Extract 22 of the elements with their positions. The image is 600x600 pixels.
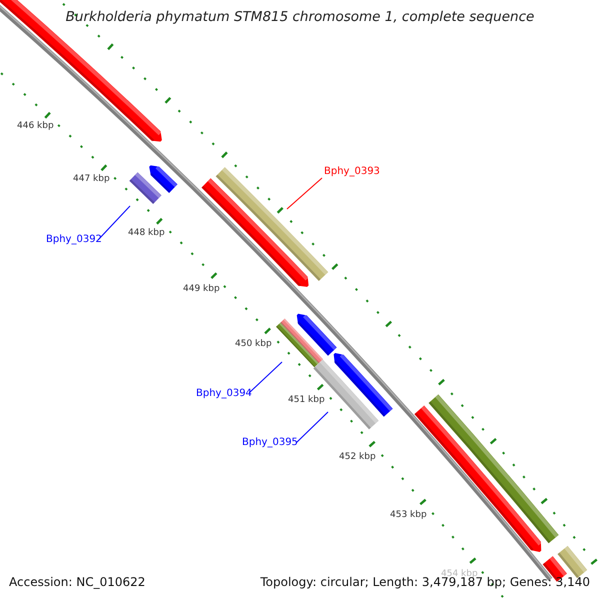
- gene-label: Bphy_0393: [324, 166, 380, 178]
- tick-label: 448 kbp: [128, 228, 165, 239]
- leader-line: [296, 412, 328, 444]
- gene-label: Bphy_0392: [46, 234, 102, 246]
- gene-label: Bphy_0395: [242, 437, 298, 449]
- gene-block-pointed: [334, 353, 393, 417]
- gene-block-pointed: [296, 314, 337, 356]
- map-title: Burkholderia phymatum STM815 chromosome 1, complete sequence: [66, 9, 534, 25]
- tick-label: 449 kbp: [183, 284, 220, 295]
- gene-label: Bphy_0394: [196, 388, 252, 400]
- accession-text: Accession: NC_010622: [9, 575, 146, 590]
- tick-label: 447 kbp: [73, 174, 110, 185]
- gene-block: [558, 546, 588, 578]
- tick-label: 453 kbp: [390, 510, 427, 521]
- tick-label: 452 kbp: [339, 452, 376, 463]
- tick-label: 451 kbp: [288, 395, 325, 406]
- gene-block-pointed: [149, 165, 178, 193]
- leader-line: [286, 178, 322, 210]
- tick-label: 446 kbp: [17, 121, 54, 132]
- gene-block: [129, 172, 162, 204]
- gene-block: [428, 394, 559, 544]
- tick-label: 450 kbp: [235, 339, 272, 350]
